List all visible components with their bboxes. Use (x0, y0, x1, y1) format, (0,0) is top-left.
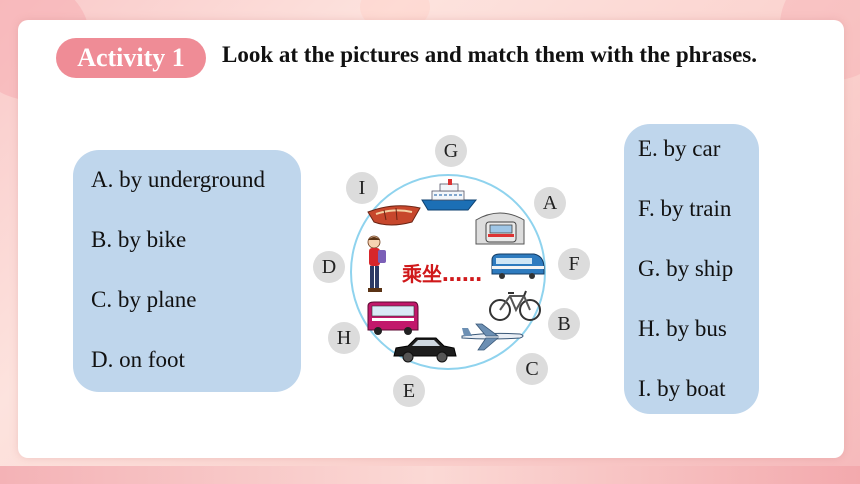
label-d: D (313, 251, 345, 283)
ship-icon (421, 179, 478, 211)
plane-icon (461, 323, 524, 351)
label-e: E (393, 375, 425, 407)
right-phrase-panel (624, 124, 759, 414)
left-phrase-panel (73, 150, 301, 392)
bottom-decoration-strip (0, 466, 860, 484)
label-a: A (534, 187, 566, 219)
phrase-g: G. by ship (638, 256, 734, 281)
bus-icon (367, 301, 419, 335)
label-b: B (548, 308, 580, 340)
label-c: C (516, 353, 548, 385)
phrase-i: I. by boat (638, 376, 726, 401)
phrase-b: B. by bike (91, 227, 187, 252)
phrase-e: E. by car (638, 136, 721, 161)
ride-center-text: 乘坐…… (402, 262, 482, 286)
underground-icon (475, 212, 525, 245)
label-f: F (558, 248, 590, 280)
phrase-h: H. by bus (638, 316, 727, 341)
boat-icon (367, 205, 421, 226)
transport-circle (350, 174, 546, 370)
phrase-d: D. on foot (91, 347, 185, 372)
car-icon (393, 337, 457, 363)
instruction-text: Look at the pictures and match them with… (222, 42, 757, 67)
label-g: G (435, 135, 467, 167)
phrase-f: F. by train (638, 196, 732, 221)
walking-boy-icon (367, 235, 386, 292)
label-h: H (328, 322, 360, 354)
activity-badge: Activity 1 (56, 38, 206, 78)
phrase-c: C. by plane (91, 287, 197, 312)
phrase-a: A. by underground (91, 167, 265, 192)
train-icon (491, 253, 545, 279)
label-i: I (346, 172, 378, 204)
bike-icon (489, 290, 541, 321)
